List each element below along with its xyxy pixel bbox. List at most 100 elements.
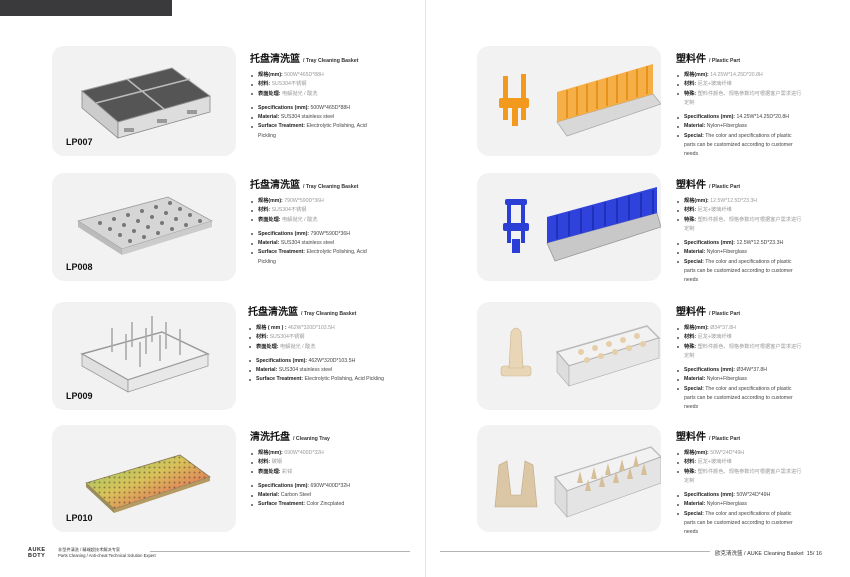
- product-title-cn: 托盘清洗篮: [250, 180, 300, 191]
- spec-en-surface: Surface Treatment: Electrolytic Polishin…: [250, 248, 378, 267]
- page-spine: [425, 0, 426, 577]
- product-spec-lp010: 清洗托盘/ Cleaning Tray 规格(mm): 690W*400D*32…: [250, 428, 390, 510]
- product-code: LP008: [66, 262, 93, 272]
- spec-en-special: Special: The color and specifications of…: [676, 510, 802, 538]
- product-code: LP007: [66, 137, 93, 147]
- tray-basket-lp009-image: [80, 316, 211, 393]
- spec-en-material: Material: SUS304 stainless steel: [250, 239, 378, 248]
- spec-cn-material: 材料: SUS304不锈钢: [250, 80, 378, 89]
- product-spec-lp008: 托盘清洗篮/ Tray Cleaning Basket 规格(mm): 790W…: [250, 176, 378, 267]
- spec-cn-material: 材料: 尼龙+玻璃纤维: [676, 206, 802, 215]
- product-card-lp010: LP010: [52, 425, 236, 532]
- plastic-part-fork-image: [494, 446, 661, 518]
- top-dark-bar: [0, 0, 172, 16]
- product-title-en: / Plastic Part: [709, 311, 741, 317]
- plastic-part-card-3: [477, 302, 661, 410]
- product-title-en: / Plastic Part: [709, 184, 741, 190]
- spec-cn-special: 特殊: 塑料件颜色、规格参数均可根据客户需求进行定制: [676, 468, 802, 487]
- plastic-part-card-4: [477, 425, 661, 532]
- product-title-cn: 塑料件: [676, 432, 706, 443]
- plastic-part-spec-1: 塑料件/ Plastic Part 规格(mm): 14.25W*14.25D*…: [676, 50, 802, 160]
- product-title-cn: 塑料件: [676, 307, 706, 318]
- spec-cn-material: 材料: 尼龙+玻璃纤维: [676, 80, 802, 89]
- product-title-en: / Tray Cleaning Basket: [303, 58, 359, 64]
- product-title-en: / Tray Cleaning Basket: [301, 311, 357, 317]
- spec-en-material: Material: Nylon+Fiberglass: [676, 248, 802, 257]
- product-title-en: / Plastic Part: [709, 58, 741, 64]
- spec-en-size: Specifications (mm): 500W*465D*88H: [250, 104, 378, 113]
- spec-en-size: Specifications (mm): 50W*24D*49H: [676, 491, 802, 500]
- product-code: LP009: [66, 391, 93, 401]
- footer-rule-right: [440, 551, 710, 552]
- brand-logo: AUKE BOTY 非型件清洗 / 精端超技术解决专家 Parts Cleani…: [28, 547, 156, 559]
- spec-cn-material: 材料: 尼龙+玻璃纤维: [676, 333, 802, 342]
- plastic-part-orange-image: [499, 64, 661, 137]
- page-info: 欧克清洗篮 / AUKE Cleaning Basket 15/ 16: [715, 549, 822, 557]
- spec-cn-surface: 表面处理: 电解抛光 / 酸洗: [248, 343, 418, 352]
- spec-en-material: Material: Nylon+Fiberglass: [676, 375, 802, 384]
- plastic-part-beige-image: [500, 325, 661, 387]
- product-spec-lp007: 托盘清洗篮/ Tray Cleaning Basket 规格(mm): 500W…: [250, 50, 378, 141]
- logo-mark-line2: BOTY: [28, 553, 46, 559]
- spec-cn-size: 规格(mm): 790W*590D*36H: [250, 197, 378, 206]
- plastic-part-spec-3: 塑料件/ Plastic Part 规格(mm): Ø34*37.8H 材料: …: [676, 303, 802, 413]
- page-number: 15/ 16: [806, 551, 822, 557]
- spec-en-size: Specifications (mm): 462W*320D*103.5H: [248, 357, 418, 366]
- spec-en-size: Specifications (mm): 790W*590D*36H: [250, 230, 378, 239]
- product-title-cn: 托盘清洗篮: [248, 307, 298, 318]
- spec-en-surface: Surface Treatment: Electrolytic Polishin…: [248, 375, 418, 384]
- spec-en-material: Material: Nylon+Fiberglass: [676, 500, 802, 509]
- product-title-cn: 清洗托盘: [250, 432, 290, 443]
- spec-en-material: Material: Nylon+Fiberglass: [676, 122, 802, 131]
- spec-en-size: Specifications (mm): 690W*400D*32H: [250, 482, 390, 491]
- spec-en-material: Material: SUS304 stainless steel: [250, 113, 378, 122]
- spec-cn-special: 特殊: 塑料件颜色、规格参数均可根据客户需求进行定制: [676, 343, 802, 362]
- spec-cn-surface: 表面处理: 彩锌: [250, 468, 390, 477]
- product-title-en: / Tray Cleaning Basket: [303, 184, 359, 190]
- product-title-cn: 塑料件: [676, 54, 706, 65]
- spec-cn-material: 材料: 尼龙+玻璃纤维: [676, 458, 802, 467]
- spec-cn-size: 规格(mm): 50W*24D*49H: [676, 449, 802, 458]
- product-card-lp007: LP007: [52, 46, 236, 156]
- product-title-en: / Cleaning Tray: [293, 436, 330, 442]
- plastic-part-blue-image: [503, 187, 661, 262]
- tray-basket-lp008-image: [77, 196, 214, 255]
- footer-rule-left: [150, 551, 410, 552]
- spec-en-special: Special: The color and specifications of…: [676, 385, 802, 413]
- spec-en-size: Specifications (mm): 12.5W*12.5D*23.3H: [676, 239, 802, 248]
- catalog-label: 欧克清洗篮 / AUKE Cleaning Basket: [714, 551, 804, 557]
- spec-cn-size: 规格(mm): 500W*465D*88H: [250, 71, 378, 80]
- spec-cn-size: 规格(mm): Ø34*37.8H: [676, 324, 802, 333]
- cleaning-tray-lp010-image: [85, 454, 211, 513]
- product-spec-lp009: 托盘清洗篮/ Tray Cleaning Basket 规格 ( mm ) : …: [248, 303, 418, 385]
- spec-cn-size: 规格 ( mm ) : 462W*320D*103.5H: [248, 324, 418, 333]
- spec-en-material: Material: SUS304 stainless steel: [248, 366, 418, 375]
- spec-cn-size: 规格(mm): 12.5W*12.5D*23.3H: [676, 197, 802, 206]
- spec-cn-size: 规格(mm): 690W*400D*32H: [250, 449, 390, 458]
- plastic-part-spec-2: 塑料件/ Plastic Part 规格(mm): 12.5W*12.5D*23…: [676, 176, 802, 286]
- spec-cn-material: 材料: SUS304不锈钢: [248, 333, 418, 342]
- spec-cn-material: 材料: SUS304不锈钢: [250, 206, 378, 215]
- logo-mark-line1: AUKE: [28, 547, 46, 553]
- spec-en-size: Specifications (mm): Ø34W*37.8H: [676, 366, 802, 375]
- spec-cn-surface: 表面处理: 电解抛光 / 酸洗: [250, 216, 378, 225]
- spec-cn-special: 特殊: 塑料件颜色、规格参数均可根据客户需求进行定制: [676, 90, 802, 109]
- spec-en-special: Special: The color and specifications of…: [676, 258, 802, 286]
- product-card-lp008: LP008: [52, 173, 236, 281]
- spec-en-size: Specifications (mm): 14.25W*14.25D*20.8H: [676, 113, 802, 122]
- spec-cn-size: 规格(mm): 14.25W*14.25D*20.8H: [676, 71, 802, 80]
- spec-en-special: Special: The color and specifications of…: [676, 132, 802, 160]
- spec-en-surface: Surface Treatment: Color Zincplated: [250, 500, 390, 509]
- spec-cn-surface: 表面处理: 电解抛光 / 酸洗: [250, 90, 378, 99]
- plastic-part-card-1: [477, 46, 661, 156]
- product-title-en: / Plastic Part: [709, 436, 741, 442]
- product-title-cn: 塑料件: [676, 180, 706, 191]
- spec-en-material: Material: Carbon Steel: [250, 491, 390, 500]
- plastic-part-card-2: [477, 173, 661, 281]
- plastic-part-spec-4: 塑料件/ Plastic Part 规格(mm): 50W*24D*49H 材料…: [676, 428, 802, 538]
- spec-cn-material: 材料: 碳钢: [250, 458, 390, 467]
- company-tagline: 非型件清洗 / 精端超技术解决专家 Parts Cleaning / Anti-…: [58, 547, 156, 558]
- product-code: LP010: [66, 513, 93, 523]
- product-card-lp009: LP009: [52, 302, 236, 410]
- spec-en-surface: Surface Treatment: Electrolytic Polishin…: [250, 122, 378, 141]
